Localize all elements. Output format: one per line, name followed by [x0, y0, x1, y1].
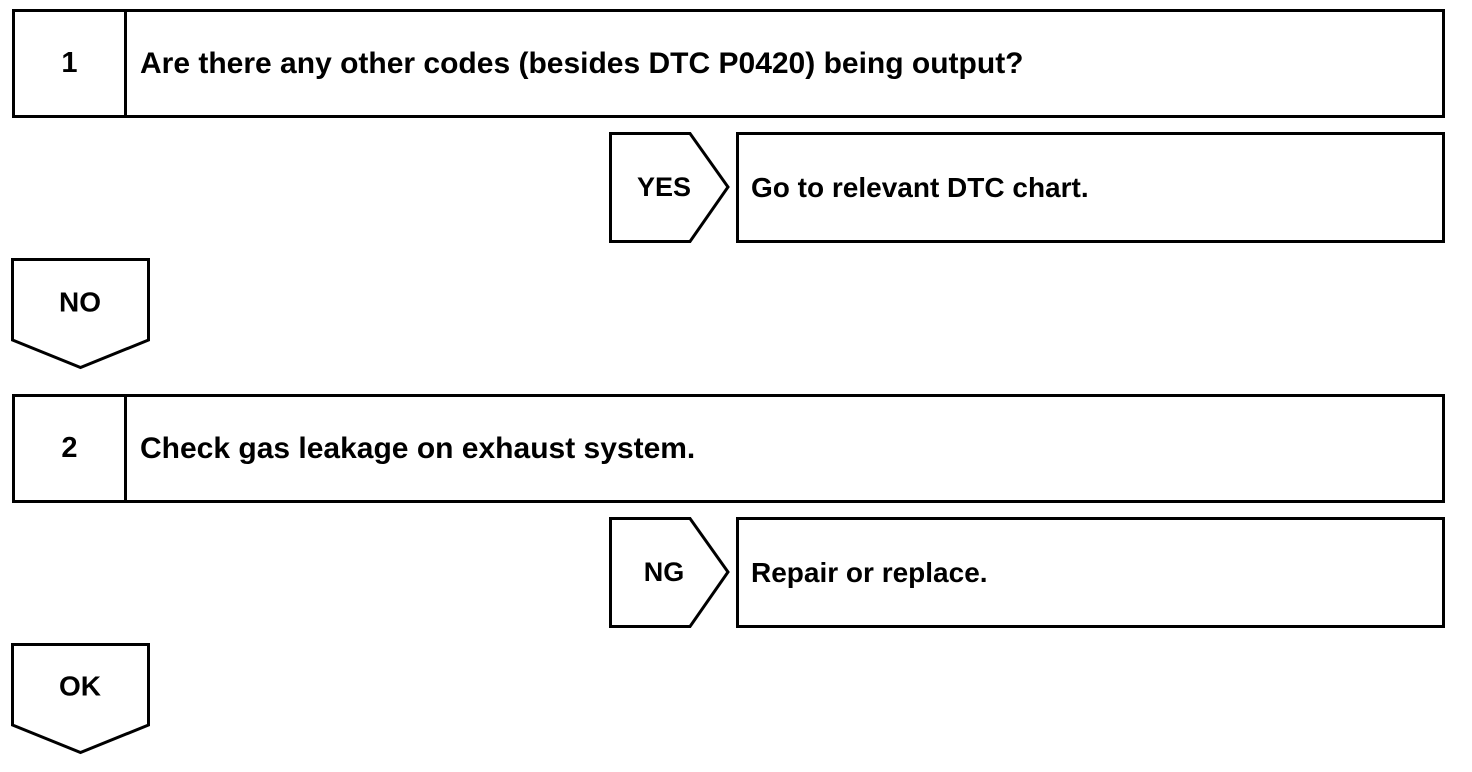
- step-2-box: 2 Check gas leakage on exhaust system.: [12, 394, 1445, 503]
- step-2-text: Check gas leakage on exhaust system.: [140, 431, 696, 465]
- step-1-number: 1: [15, 12, 127, 115]
- no-down-arrow-tag: NO: [11, 258, 150, 370]
- yes-label: YES: [637, 172, 691, 202]
- ok-label: OK: [59, 671, 101, 702]
- yes-result-box: Go to relevant DTC chart.: [736, 132, 1445, 243]
- step-1-box: 1 Are there any other codes (besides DTC…: [12, 9, 1445, 118]
- ok-down-arrow-tag: OK: [11, 643, 150, 755]
- ng-result-box: Repair or replace.: [736, 517, 1445, 628]
- ng-arrow-tag: NG: [609, 517, 730, 628]
- step-2-number: 2: [15, 397, 127, 500]
- no-label: NO: [59, 287, 101, 318]
- ng-label: NG: [644, 557, 685, 587]
- step-1-text: Are there any other codes (besides DTC P…: [140, 46, 1024, 80]
- yes-arrow-tag: YES: [609, 132, 730, 243]
